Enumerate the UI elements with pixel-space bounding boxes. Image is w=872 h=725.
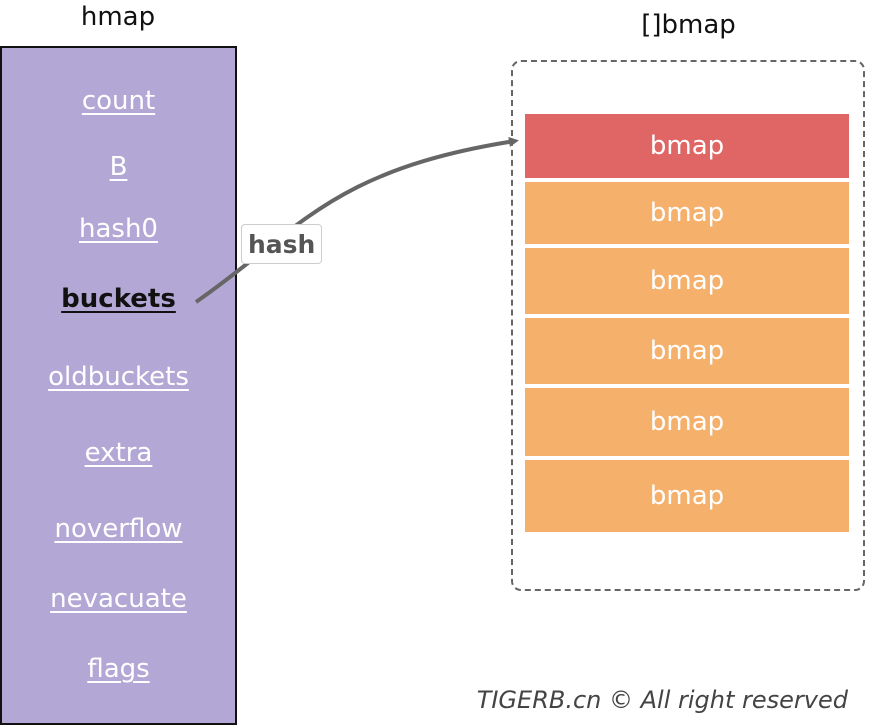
field-hash0: hash0 bbox=[79, 214, 158, 244]
field-noverflow: noverflow bbox=[54, 514, 183, 544]
field-b: B bbox=[109, 152, 128, 182]
field-count: count bbox=[81, 86, 156, 116]
arrow-path bbox=[194, 136, 519, 304]
field-buckets: buckets bbox=[61, 284, 176, 314]
field-extra: extra bbox=[84, 438, 153, 468]
bmap-cell-2: bmap bbox=[525, 248, 849, 314]
bmap-cell-0: bmap bbox=[525, 114, 849, 178]
copyright-footer: TIGERB.cn © All right reserved bbox=[476, 686, 848, 714]
field-flags: flags bbox=[87, 654, 150, 684]
hmap-struct-box: count B hash0 buckets oldbuckets extra n… bbox=[0, 46, 237, 725]
field-nevacuate: nevacuate bbox=[50, 584, 187, 614]
hmap-title: hmap bbox=[80, 2, 156, 32]
bmap-cell-3: bmap bbox=[525, 318, 849, 384]
bmap-cell-1: bmap bbox=[525, 182, 849, 244]
field-oldbuckets: oldbuckets bbox=[48, 362, 189, 392]
bmap-array-container bbox=[511, 60, 865, 591]
hash-edge-label: hash bbox=[241, 224, 323, 264]
bmap-cell-4: bmap bbox=[525, 388, 849, 456]
bmap-array-title: []bmap bbox=[641, 10, 736, 40]
bmap-cell-5: bmap bbox=[525, 460, 849, 532]
